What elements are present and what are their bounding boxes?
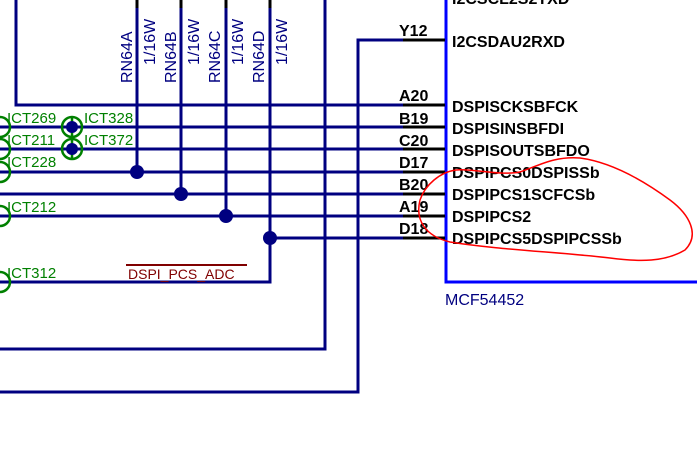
pin-name: DSPIPCS5DSPIPCSSb — [452, 231, 622, 248]
pin-name: DSPIPCS1SCFCSb — [452, 187, 595, 204]
wire-rn64d — [0, 0, 272, 284]
test-point-label: ICT328 — [84, 110, 133, 127]
net-label: DSPI_PCS_ADC — [128, 266, 235, 282]
junction-dot — [130, 165, 144, 179]
test-point-label: ICT212 — [7, 199, 56, 216]
pin-number: Y12 — [399, 23, 428, 40]
resistor-ref: RN64C — [207, 31, 224, 83]
test-point-label: ICT211 — [7, 132, 55, 149]
pin-stubs — [403, 38, 445, 240]
junctions — [130, 165, 277, 245]
resistor-ref: RN64B — [163, 31, 180, 83]
junction-dot — [174, 187, 188, 201]
test-point-label: ICT312 — [7, 265, 56, 282]
resistor-ref: RN64A — [119, 31, 136, 83]
wires — [0, 0, 445, 394]
pin-number: B20 — [399, 177, 428, 194]
pin-names: I2CSDAU2RXD DSPISCKSBFCK DSPISINSBFDI DS… — [452, 34, 622, 248]
pin-name-cut: I2CSCL2S2TXD — [452, 0, 569, 8]
resistor-ref: RN64D — [251, 31, 268, 83]
wire-a20 — [14, 0, 403, 107]
pin-name: DSPISCKSBFCK — [452, 99, 579, 116]
pin-number: A19 — [399, 199, 428, 216]
pin-number: A20 — [399, 88, 428, 105]
pin-name: I2CSDAU2RXD — [452, 34, 565, 51]
chip-part-name: MCF54452 — [445, 292, 524, 309]
pin-name: DSPIPCS0DSPISSb — [452, 165, 600, 182]
test-point-label: ICT372 — [84, 132, 133, 149]
chip-body-outline — [444, 0, 697, 284]
junction-dot — [263, 231, 277, 245]
pin-name: DSPISOUTSBFDO — [452, 143, 590, 160]
wire-long-325 — [0, 0, 327, 351]
resistor-rating: 1/16W — [186, 18, 203, 65]
resistor-rating: 1/16W — [230, 18, 247, 65]
test-point-label: ICT269 — [7, 110, 56, 127]
junction-dot — [219, 209, 233, 223]
pin-number: C20 — [399, 133, 428, 150]
annotation-circle — [418, 156, 693, 262]
pin-number: D17 — [399, 155, 428, 172]
pin-numbers: Y12 A20 B19 C20 D17 B20 A19 D18 — [399, 23, 428, 238]
resistor-stubs — [135, 0, 272, 8]
test-point-label: ICT228 — [7, 154, 56, 171]
pin-name: DSPISINSBFDI — [452, 121, 564, 138]
pin-number: D18 — [399, 221, 428, 238]
resistor-rating: 1/16W — [274, 18, 291, 65]
pin-name: DSPIPCS2 — [452, 209, 531, 226]
pin-number: B19 — [399, 111, 428, 128]
resistor-rating: 1/16W — [142, 18, 159, 65]
